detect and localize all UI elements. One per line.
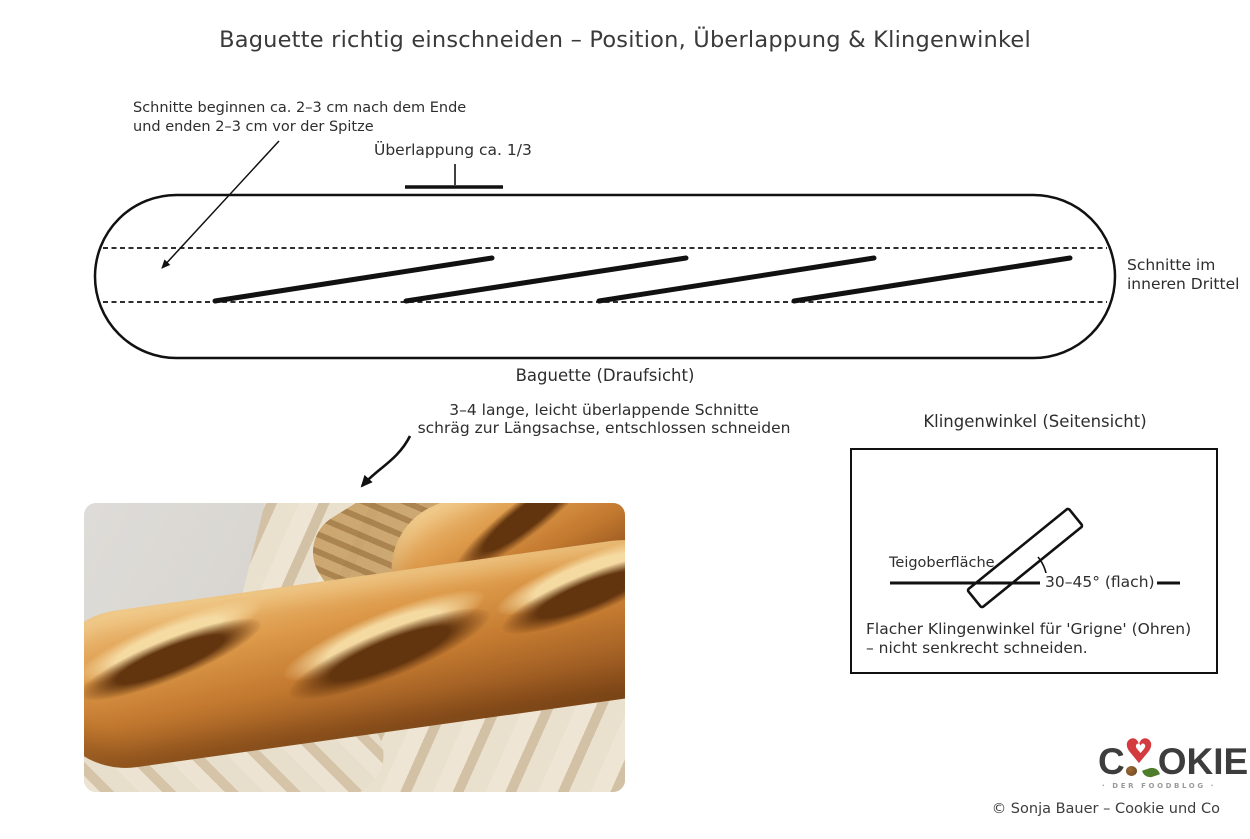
- baguette-outline: [93, 193, 1117, 360]
- inner-third-label: Schnitte im inneren Drittel: [1127, 256, 1239, 294]
- overlap-label: Überlappung ca. 1/3: [374, 141, 532, 159]
- annotation-arrow: [161, 140, 280, 269]
- baguette-photo: [84, 503, 625, 792]
- annotation-start-end: Schnitte beginnen ca. 2–3 cm nach dem En…: [133, 99, 466, 136]
- cut-line-2: [403, 255, 689, 304]
- blade-panel-note-line-2: – nicht senkrecht schneiden.: [866, 638, 1088, 657]
- logo-tagline: · DER FOODBLOG ·: [1102, 782, 1216, 790]
- logo-letter-c: C: [1098, 741, 1125, 782]
- top-view-caption: Baguette (Draufsicht): [515, 366, 695, 385]
- copyright-text: © Sonja Bauer – Cookie und Co: [991, 801, 1220, 817]
- dough-surface-label: Teigoberfläche: [889, 555, 995, 571]
- score-mark: [617, 503, 625, 533]
- cutting-note-line-2: schräg zur Längsachse, entschlossen schn…: [417, 418, 791, 437]
- inner-third-line-1: Schnitte im: [1127, 256, 1216, 274]
- heart-inner-icon: ♥: [1134, 742, 1147, 757]
- logo-heart-o: ♥ ♥: [1124, 735, 1160, 780]
- annotation-line-1: Schnitte beginnen ca. 2–3 cm nach dem En…: [133, 100, 467, 116]
- cut-line-4: [791, 255, 1073, 304]
- logo-letters-okie: OKIE: [1157, 741, 1249, 782]
- curved-arrow: [360, 435, 412, 488]
- blade-panel-note: Flacher Klingenwinkel für 'Grigne' (Ohre…: [866, 620, 1191, 657]
- blade-panel-title: Klingenwinkel (Seitensicht): [923, 412, 1147, 431]
- cut-line-1: [212, 255, 495, 304]
- cookie-logo: C ♥ ♥ OKIE: [1098, 735, 1249, 782]
- cutting-note-line-1: 3–4 lange, leicht überlappende Schnitte: [449, 401, 759, 419]
- blade-angle-label: 30–45° (flach): [1043, 573, 1157, 591]
- blade-panel-note-line-1: Flacher Klingenwinkel für 'Grigne' (Ohre…: [866, 620, 1192, 638]
- page-title: Baguette richtig einschneiden – Position…: [219, 27, 1031, 53]
- inner-third-line-2: inneren Drittel: [1127, 275, 1240, 293]
- heart-icon: ♥: [1123, 732, 1155, 772]
- cut-line-3: [596, 255, 877, 304]
- cutting-note: 3–4 lange, leicht überlappende Schnitte …: [254, 401, 954, 437]
- cookie-icon: [1125, 766, 1137, 776]
- annotation-line-2: und enden 2–3 cm vor der Spitze: [133, 118, 374, 135]
